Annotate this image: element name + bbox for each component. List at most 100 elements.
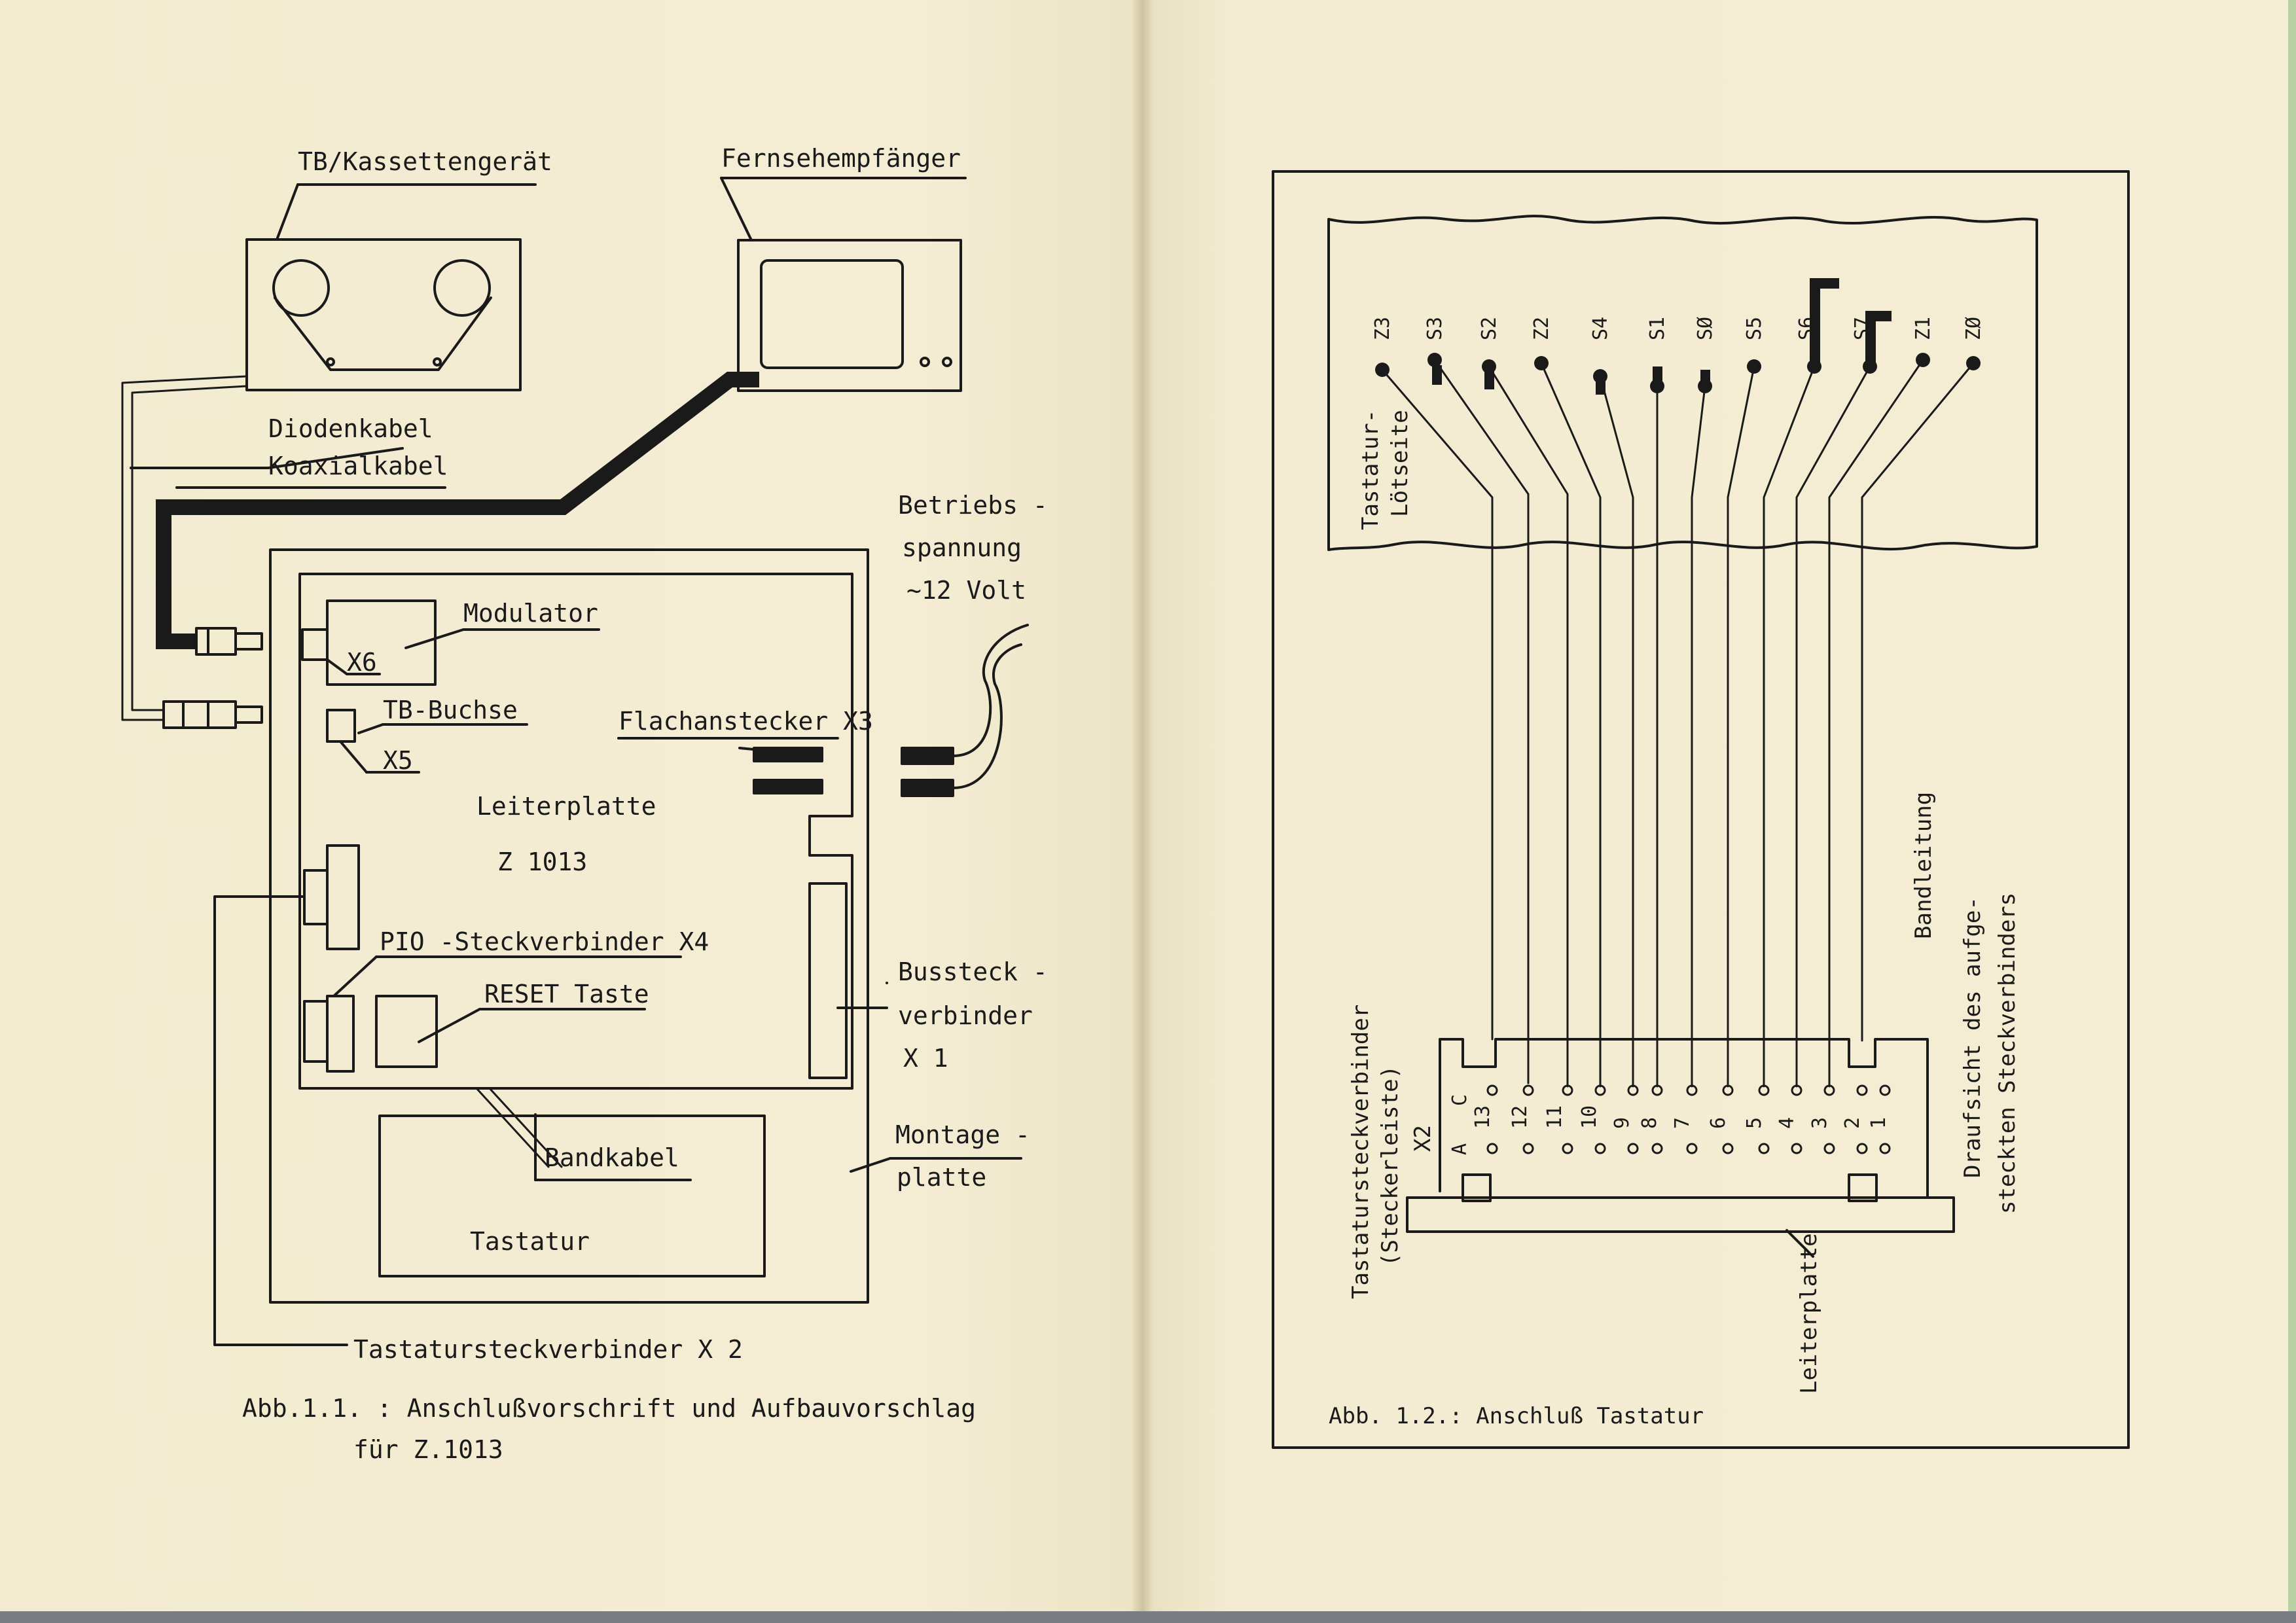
- signal-label: S1: [1646, 317, 1669, 340]
- label-kbd-connector-1: Tastatursteckverbinder: [1348, 1005, 1374, 1299]
- label-board-1: Leiterplatte: [476, 792, 656, 821]
- diode-cable: [121, 375, 248, 721]
- signal-label: S6: [1795, 317, 1818, 340]
- coax-cable: [156, 372, 759, 649]
- signal-label: Z1: [1912, 317, 1935, 340]
- label-keyboard: Tastatur: [470, 1227, 590, 1256]
- label-diode-cable: Diodenkabel: [268, 414, 433, 443]
- pin-number: 3: [1808, 1117, 1831, 1129]
- tape-recorder: [245, 183, 537, 391]
- pin-number: 1: [1867, 1117, 1890, 1129]
- pio-connector: [326, 844, 360, 950]
- caption-fig-1-1-line2: für Z.1013: [353, 1435, 503, 1464]
- label-supply-3: ~12 Volt: [906, 576, 1026, 605]
- supply-plug-bottom: [901, 779, 954, 797]
- signal-label: Z2: [1530, 317, 1553, 340]
- keyboard-solder-pins: [1375, 278, 1981, 395]
- row-label-a: A: [1448, 1143, 1471, 1155]
- label-top-view-2: steckten Steckverbinders: [1994, 893, 2020, 1214]
- pin-numbers: 13 12 11 10 9 8 7 6 5 4 3 2 1 C A: [1448, 1094, 1890, 1155]
- label-kbd-connector: Tastatursteckverbinder X 2: [353, 1335, 743, 1364]
- flat-plug-x3-top: [753, 747, 823, 762]
- pin-number: 5: [1743, 1117, 1766, 1129]
- label-board: Leiterplatte: [1796, 1233, 1822, 1394]
- scan-bottom-edge: [0, 1611, 2296, 1623]
- label-ribbon-cable: Bandkabel: [545, 1143, 679, 1172]
- diode-plug: [162, 700, 263, 729]
- signal-label: S3: [1424, 317, 1446, 340]
- pcb-edge: [1406, 1196, 1955, 1233]
- pin-number: 12: [1509, 1105, 1532, 1129]
- signal-label: Z3: [1371, 317, 1394, 340]
- diode-cable-underline: [267, 447, 404, 469]
- label-mount-2: platte: [897, 1163, 986, 1192]
- label-modulator: Modulator: [463, 599, 598, 628]
- pin-number: 2: [1841, 1117, 1864, 1129]
- label-mount-1: Montage -: [895, 1120, 1030, 1149]
- label-tv-receiver: Fernsehempfänger: [721, 144, 961, 173]
- signal-label: S2: [1478, 317, 1501, 340]
- fig-1-2-frame: [1272, 170, 2130, 1449]
- signal-label: S5: [1743, 317, 1766, 340]
- label-supply-2: spannung: [902, 533, 1022, 562]
- signal-label: SØ: [1694, 317, 1717, 340]
- book-spine: [1131, 0, 1153, 1623]
- mounting-plate: [269, 548, 869, 1304]
- keyboard-pcb-outline: [1327, 215, 2038, 551]
- circuit-board: [298, 573, 853, 1090]
- tb-socket: [326, 709, 356, 743]
- pin-number: 11: [1543, 1105, 1566, 1129]
- row-label-c: C: [1448, 1094, 1471, 1106]
- label-board-2: Z 1013: [497, 847, 587, 876]
- signal-label: ZØ: [1962, 317, 1985, 340]
- label-bus-1: Bussteck -: [898, 957, 1048, 986]
- keyboard-wires: [1381, 359, 1975, 1088]
- signal-label: S4: [1589, 317, 1612, 340]
- caption-fig-1-1-line1: Abb.1.1. : Anschlußvorschrift und Aufbau…: [242, 1394, 976, 1423]
- bus-connector-x1: [808, 882, 848, 1079]
- label-supply-1: Betriebs -: [898, 491, 1048, 520]
- label-flat-plug: Flachanstecker X3: [619, 707, 873, 736]
- keyboard-box: [378, 1115, 766, 1277]
- pin-number: 7: [1671, 1117, 1694, 1129]
- pio-block-lower: [326, 995, 355, 1073]
- label-bus-3: X 1: [903, 1044, 948, 1073]
- supply-plug-top: [901, 747, 954, 765]
- label-ribbon-cable: Bandleitung: [1910, 792, 1937, 939]
- pin-number: 9: [1611, 1117, 1634, 1129]
- caption-fig-1-2: Abb. 1.2.: Anschluß Tastatur: [1329, 1403, 1704, 1429]
- flat-plug-x3-bottom: [753, 779, 823, 794]
- signal-labels: Z3 S3 S2 Z2 S4 S1 SØ S5 S6 S7 Z1 ZØ: [1371, 317, 1985, 340]
- label-pio: PIO -Steckverbinder X4: [380, 927, 709, 956]
- label-tape-device: TB/Kassettengerät: [298, 147, 552, 176]
- left-labels: TB/Kassettengerät Fernsehempfänger Diode…: [242, 144, 1048, 1464]
- pin-number: 4: [1776, 1117, 1799, 1129]
- pin-number: 8: [1638, 1117, 1661, 1129]
- pin-number: 13: [1471, 1105, 1494, 1129]
- right-labels: Tastatur- Lötseite Bandleitung Draufsich…: [1329, 410, 2020, 1429]
- label-solder-side-2: Lötseite: [1387, 410, 1413, 517]
- connector-x2-outline: [1439, 1038, 1929, 1199]
- supply-wire-1: [952, 624, 1029, 757]
- x6-socket: [301, 628, 329, 661]
- pin-number: 6: [1707, 1117, 1730, 1129]
- cover-edge: [2288, 0, 2296, 1623]
- label-coax-cable: Koaxialkabel: [268, 452, 448, 480]
- right-page: [1142, 0, 2296, 1623]
- tv-receiver: [720, 177, 967, 392]
- label-reset: RESET Taste: [484, 980, 649, 1008]
- connector-pins: [1486, 1084, 1891, 1154]
- supply-wire-2: [952, 643, 1022, 789]
- label-bus-2: verbinder: [898, 1001, 1033, 1030]
- coax-plug: [195, 627, 263, 656]
- reset-button: [375, 995, 438, 1068]
- label-x2: X2: [1410, 1125, 1436, 1152]
- label-solder-side-1: Tastatur-: [1357, 410, 1384, 530]
- pin-number: 10: [1578, 1105, 1601, 1129]
- label-top-view-1: Draufsicht des aufge-: [1960, 897, 1986, 1178]
- connector-latch-right: [1848, 1173, 1878, 1202]
- left-page: [0, 0, 1142, 1623]
- label-kbd-connector-2: (Steckerleiste): [1377, 1065, 1403, 1266]
- label-tb-socket: TB-Buchse: [383, 696, 518, 724]
